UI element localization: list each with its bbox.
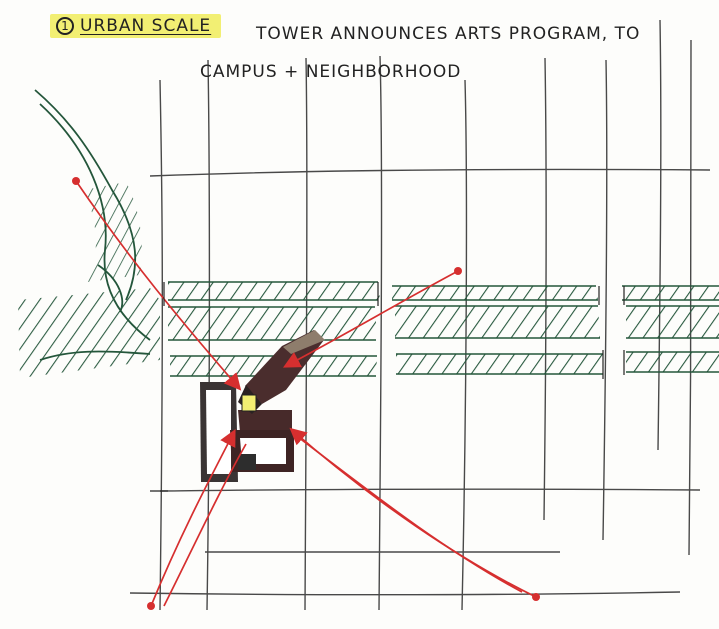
landscape-hatching <box>18 182 719 378</box>
sight-line-bottom-right <box>292 430 536 597</box>
